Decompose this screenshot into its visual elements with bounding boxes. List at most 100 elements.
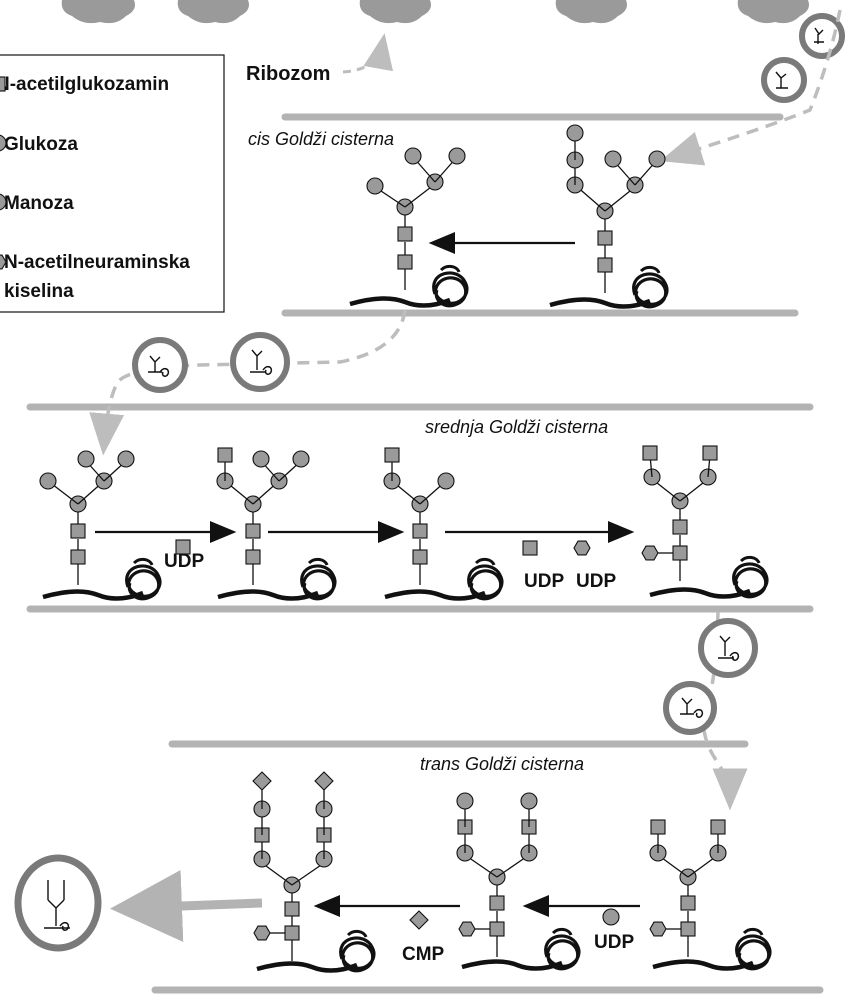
protein-backbone xyxy=(652,959,754,971)
glcnac-square xyxy=(489,895,505,911)
vesicle-cis-medial-2 xyxy=(230,332,290,392)
glcnac-square xyxy=(650,819,666,835)
mannose-circle xyxy=(39,472,57,490)
vesicle-medial-trans-1 xyxy=(698,618,758,678)
glcnac-square xyxy=(702,445,718,461)
glcnac-square xyxy=(489,921,505,937)
mannose-circle xyxy=(292,450,310,468)
protein-backbone xyxy=(384,589,486,601)
glcnac-square xyxy=(397,254,413,270)
vesicle-medial-trans-2 xyxy=(663,681,717,735)
glcnac-square xyxy=(522,540,538,556)
mannose-circle xyxy=(448,147,466,165)
sialic-acid-diamond xyxy=(409,910,429,930)
mannose-circle xyxy=(252,450,270,468)
glcnac-square xyxy=(217,447,233,463)
protein-fold xyxy=(300,564,337,601)
sialic-acid-hexagon xyxy=(458,921,476,937)
protein-fold xyxy=(439,264,461,273)
glcnac-square xyxy=(284,925,300,941)
glcnac-square xyxy=(672,519,688,535)
sialic-acid-hexagon xyxy=(649,921,667,937)
sialic-acid-hexagon xyxy=(573,540,591,556)
transport-path-er-to-cis xyxy=(659,9,842,166)
glcnac-square xyxy=(597,257,613,273)
glcnac-square xyxy=(245,523,261,539)
glcnac-square xyxy=(412,549,428,565)
glycosidic-bond xyxy=(291,862,325,886)
mannose-circle xyxy=(566,124,584,142)
vesicle-cis-medial-1 xyxy=(132,337,188,393)
glycan-structures xyxy=(0,76,772,973)
legend: N-acetilglukozamin Glukoza Manoza N-acet… xyxy=(0,54,225,313)
mannose-circle xyxy=(602,908,620,926)
glcnac-square xyxy=(597,230,613,246)
protein-backbone xyxy=(42,589,144,601)
legend-label-glucose: Glukoza xyxy=(4,134,78,155)
protein-backbone xyxy=(461,959,563,971)
protein-fold xyxy=(346,929,368,938)
mannose-circle xyxy=(0,134,7,152)
protein-backbone xyxy=(649,587,751,599)
protein-fold xyxy=(339,936,376,973)
secretion-arrow xyxy=(110,870,263,942)
sialic-acid-diamond xyxy=(252,771,272,791)
legend-label-sialic-acid: N-acetilneuraminska xyxy=(4,252,190,273)
vesicle-er-1 xyxy=(799,13,845,59)
glcnac-square xyxy=(642,445,658,461)
secretory-vesicle xyxy=(14,854,102,952)
mannose-circle xyxy=(117,450,135,468)
protein-fold xyxy=(544,934,581,971)
legend-label-glcnac: N-acetilglukozamin xyxy=(0,74,169,95)
ribosome-label: Ribozom xyxy=(246,63,330,85)
mannose-circle xyxy=(0,193,7,211)
protein-backbone xyxy=(549,297,651,309)
sialic-acid-hexagon xyxy=(253,925,271,941)
glcnac-square xyxy=(672,545,688,561)
udp-label-2: UDP xyxy=(524,571,564,592)
protein-fold xyxy=(467,564,504,601)
mannose-circle xyxy=(404,147,422,165)
vesicle-er-2 xyxy=(761,57,807,103)
glcnac-square xyxy=(175,539,191,555)
glcnac-square xyxy=(680,921,696,937)
protein-backbone xyxy=(349,296,451,308)
mannose-circle xyxy=(77,450,95,468)
protein-fold xyxy=(739,555,761,564)
glcnac-square xyxy=(284,901,300,917)
glcnac-square xyxy=(397,226,413,242)
sialic-acid-hexagon xyxy=(0,254,7,270)
glcnac-square xyxy=(680,895,696,911)
protein-fold xyxy=(432,271,469,308)
trans-golgi-label: trans Goldži cisterna xyxy=(420,754,584,774)
protein-fold xyxy=(551,927,573,936)
legend-label-mannose: Manoza xyxy=(4,193,74,214)
glycosidic-bond xyxy=(261,862,293,886)
protein-backbone xyxy=(217,589,319,601)
sialic-acid-hexagon xyxy=(641,545,659,561)
protein-fold xyxy=(639,265,661,274)
glcnac-square xyxy=(70,523,86,539)
cis-golgi-label: cis Goldži cisterna xyxy=(248,129,394,149)
ribosome-pointer-arrow xyxy=(342,33,394,74)
cmp-label: CMP xyxy=(402,944,445,965)
glcnac-square xyxy=(412,523,428,539)
mannose-circle xyxy=(366,177,384,195)
protein-fold xyxy=(132,557,154,566)
sialic-acid-diamond xyxy=(314,771,334,791)
glcnac-square xyxy=(245,549,261,565)
protein-fold xyxy=(632,272,669,309)
mannose-circle xyxy=(520,792,538,810)
protein-fold xyxy=(307,557,329,566)
protein-fold xyxy=(474,557,496,566)
protein-backbone xyxy=(256,961,358,973)
mannose-circle xyxy=(456,792,474,810)
protein-fold xyxy=(125,564,162,601)
mannose-circle xyxy=(437,472,455,490)
udp-label-3: UDP xyxy=(576,571,616,592)
legend-label-sialic-acid-line2: kiselina xyxy=(4,281,74,302)
mannose-circle xyxy=(604,150,622,168)
udp-label-1: UDP xyxy=(164,551,204,572)
glcnac-square xyxy=(384,447,400,463)
